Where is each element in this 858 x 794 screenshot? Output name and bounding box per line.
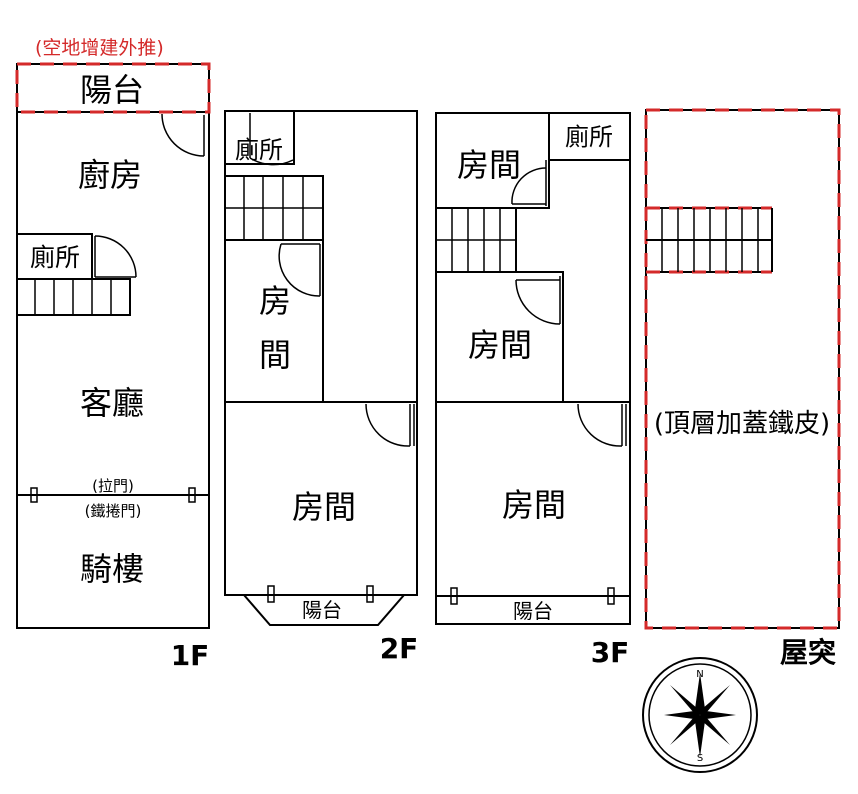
floor-1-plan: 陽台 廚房 廁所 客廳 (拉門) (鐵捲門) 騎樓 1F xyxy=(15,62,211,672)
room-toilet-2f: 廁所 xyxy=(235,136,283,164)
room-kitchen: 廚房 xyxy=(78,156,142,194)
balcony-extension-outline xyxy=(15,62,211,114)
room-balcony-2f: 陽台 xyxy=(302,598,342,622)
room-living: 客廳 xyxy=(80,384,144,422)
room-arcade: 騎樓 xyxy=(80,550,144,588)
compass-north-label: N xyxy=(696,669,703,680)
floor-label-1f: 1F xyxy=(171,639,210,672)
room-middle-3f: 房間 xyxy=(468,326,532,364)
sliding-door-label: (拉門) xyxy=(92,477,134,495)
compass-south-label: S xyxy=(697,753,703,764)
room-top-3f: 房間 xyxy=(457,146,521,184)
extension-note: (空地增建外推) xyxy=(35,37,164,59)
floor-3-plan: 房間 廁所 房間 房間 陽台 3F xyxy=(435,112,631,669)
room-balcony-3f: 陽台 xyxy=(513,599,553,623)
stairs-2f xyxy=(224,175,324,241)
floor-label-3f: 3F xyxy=(591,636,630,669)
rooftop-plan: (頂層加蓋鐵皮) 屋突 xyxy=(644,108,841,669)
room-front-2f: 房間 xyxy=(292,488,356,526)
floor-2-plan: 廁所 房 間 房間 陽台 2F xyxy=(224,110,419,665)
stairs-1f xyxy=(16,278,131,316)
room-side-bottom-2f: 間 xyxy=(259,336,291,374)
room-balcony-1f: 陽台 xyxy=(80,71,144,109)
stairs-3f xyxy=(435,207,517,273)
rooftop-extension-outline xyxy=(644,108,841,630)
room-toilet-1f: 廁所 xyxy=(30,243,80,272)
room-toilet-3f: 廁所 xyxy=(565,123,613,151)
compass-rose-icon: N S xyxy=(642,657,758,773)
floor-label-2f: 2F xyxy=(380,632,419,665)
floor-label-rooftop: 屋突 xyxy=(780,636,836,669)
room-side-top-2f: 房 xyxy=(259,282,291,320)
rooftop-note: (頂層加蓋鐵皮) xyxy=(654,409,830,439)
stairs-rooftop xyxy=(646,206,773,274)
room-front-3f: 房間 xyxy=(502,486,566,524)
rolling-door-label: (鐵捲門) xyxy=(85,502,142,520)
